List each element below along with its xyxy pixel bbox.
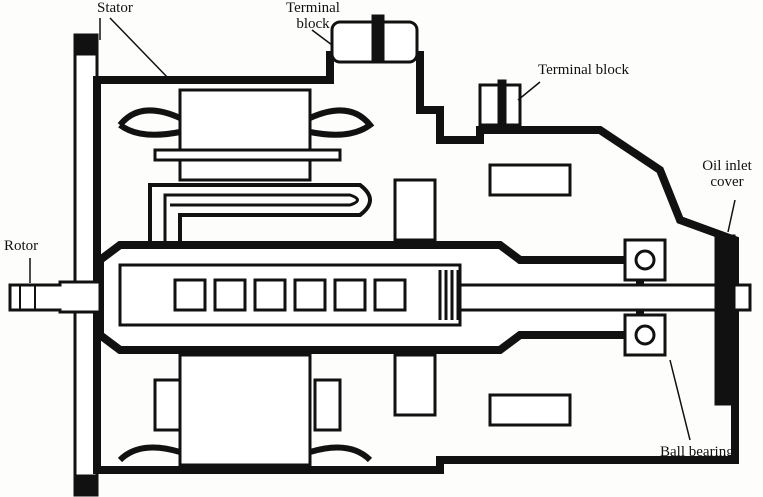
terminal-block-label-line2: block [296,16,330,32]
stator-core-top [178,88,312,182]
terminal-block-label-line1: Terminal [286,0,340,16]
rotor-nozzle [8,280,102,314]
oil-inlet-cover [714,234,736,406]
terminal-block-label-right: Terminal block [538,62,630,78]
stator-core-bottom [178,353,312,467]
shaft [458,283,752,312]
stator-label: Stator [97,0,133,16]
stator-housing [93,51,739,474]
terminal-block-label-top: Terminal block [278,0,348,32]
rotor-label: Rotor [4,238,39,254]
oil-inlet-cover-label: Oil inlet cover [692,158,762,190]
oil-inlet-label-line2: cover [710,174,744,190]
oil-inlet-label-line1: Oil inlet [702,158,752,174]
ball-bearing-label: Ball bearing [660,444,734,460]
ball-bearing [623,238,667,357]
